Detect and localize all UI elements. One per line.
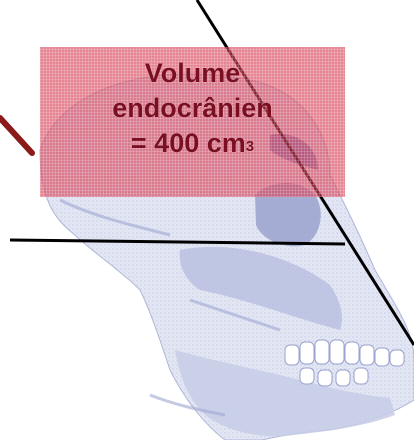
annotation-line-endocranien: endocrânien xyxy=(40,91,345,126)
annotation-value: = 400 cm xyxy=(131,128,246,158)
red-pointer-arrow xyxy=(0,118,32,153)
annotation-text: Volume endocrânien = 400 cm3 xyxy=(40,56,345,161)
annotation-line-value: = 400 cm3 xyxy=(40,126,345,161)
annotation-exponent: 3 xyxy=(246,138,254,155)
annotation-line-volume: Volume xyxy=(40,56,345,91)
